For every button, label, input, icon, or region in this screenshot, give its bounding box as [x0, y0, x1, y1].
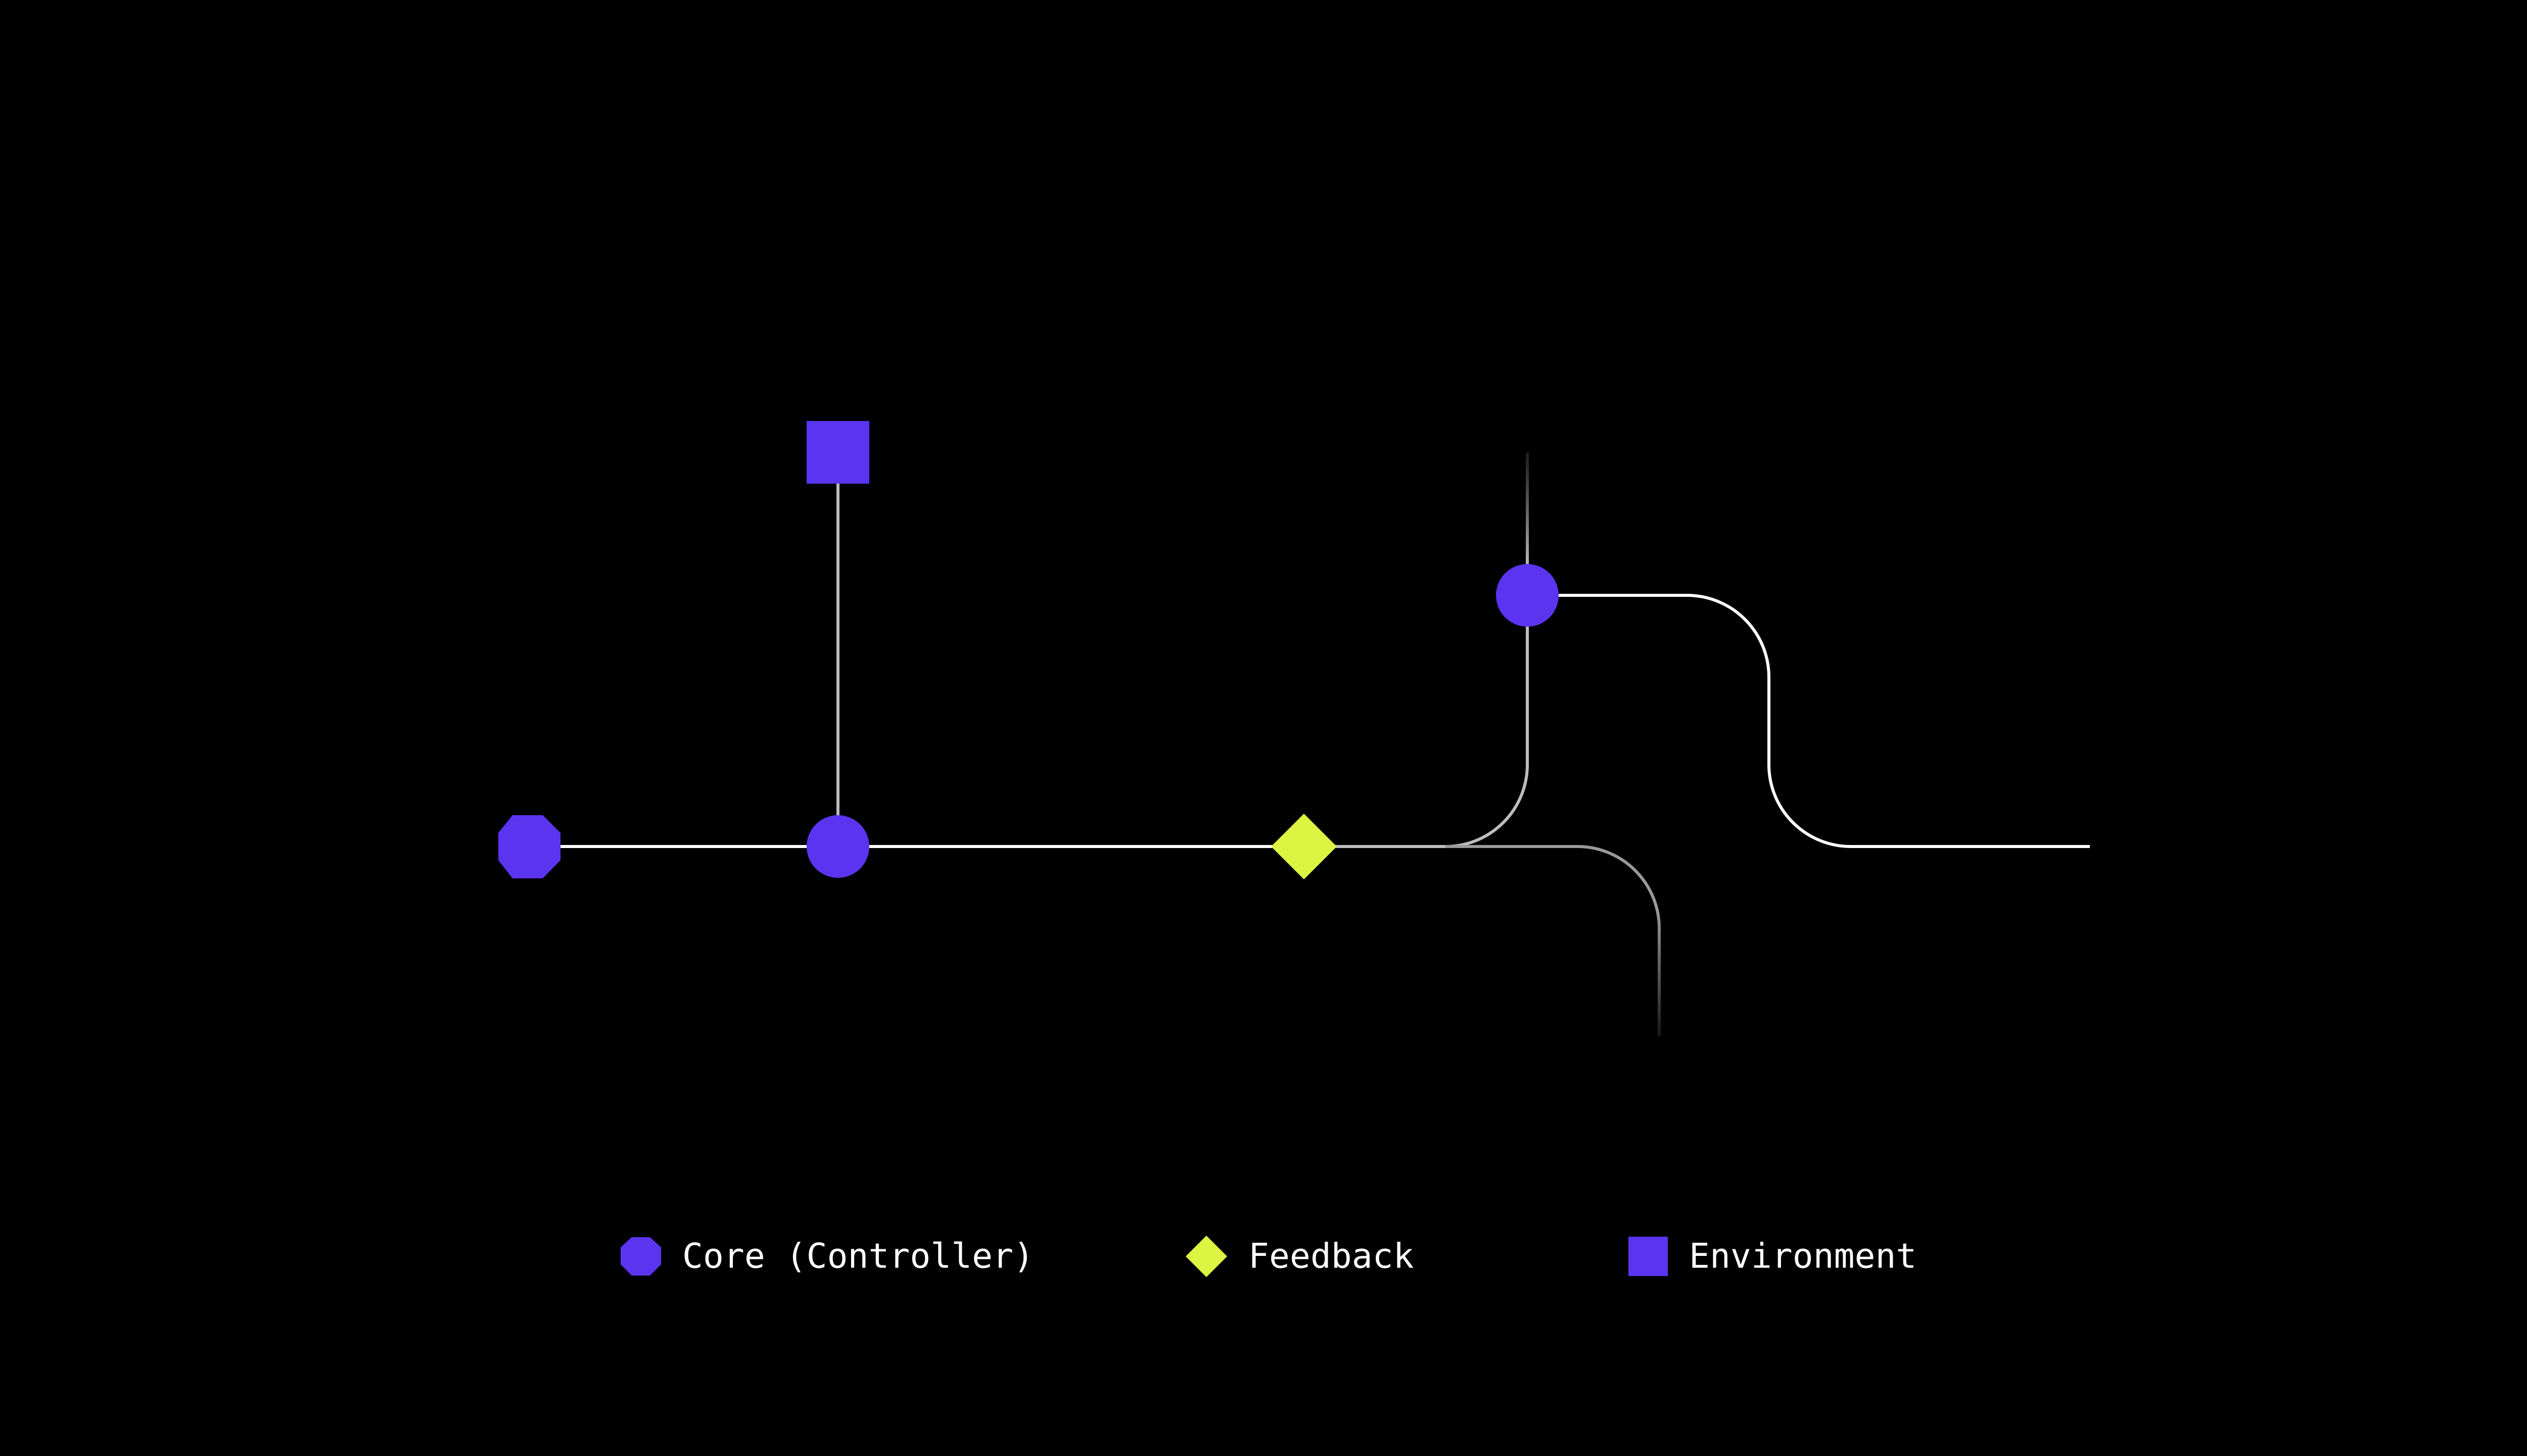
legend-label-feedback: Feedback: [1248, 1237, 1414, 1277]
square-icon: [1628, 1237, 1668, 1276]
core-node: [498, 815, 560, 878]
diamond-icon: [1186, 1236, 1227, 1277]
diagram-nodes: [498, 421, 1559, 879]
connection-lines: [530, 452, 2090, 1036]
feedback-to-upper-node-line: [1304, 595, 1529, 848]
octagon-icon: [621, 1237, 661, 1276]
faded-branch-line: [1445, 845, 1661, 1036]
feedback-node: [1271, 814, 1337, 879]
output-line: [1527, 594, 2090, 848]
legend-label-environment: Environment: [1689, 1237, 1916, 1277]
environment-node: [807, 421, 869, 484]
legend-item-core: Core (Controller): [621, 1237, 1034, 1277]
legend: Core (Controller) Feedback Environment: [621, 1236, 1916, 1277]
legend-label-core: Core (Controller): [682, 1237, 1034, 1277]
legend-item-feedback: Feedback: [1186, 1236, 1414, 1277]
legend-item-environment: Environment: [1628, 1237, 1916, 1277]
upper-junction-node: [1496, 564, 1559, 627]
junction-node: [807, 815, 869, 878]
